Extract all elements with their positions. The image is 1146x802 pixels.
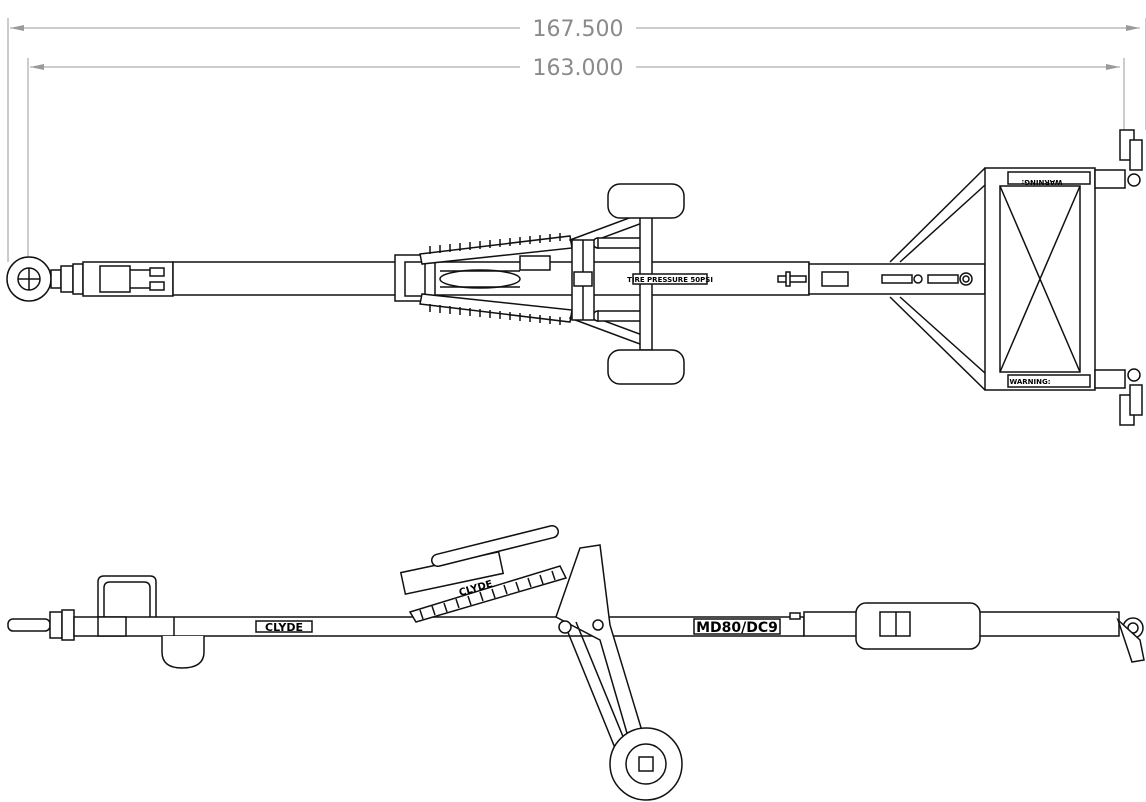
tow-eye-side [7,618,51,632]
model-decal [693,618,781,635]
model-label: MD80/DC9 [696,620,778,636]
wheel-top-left [607,183,685,219]
top-view: TIRE PRESSURE 50PSI WARNING: WARNING: [6,129,1143,426]
warning-decal-bottom [1007,374,1091,388]
warning-label-top: WARNING: [1021,178,1062,186]
tire-pressure-decal [632,273,708,285]
brand-label: CLYDE [265,621,303,634]
wheel-top-right [607,349,685,385]
dimension-inner: 163.000 [27,56,1125,262]
lower-spring [419,293,573,325]
warning-decal-top [1007,171,1091,185]
side-view: CLYDE CLYDE MD80/DC9 [7,524,1145,801]
inner-dimension-value: 163.000 [533,56,624,81]
overall-dimension-value: 167.500 [533,17,624,42]
warning-label-bottom: WARNING: [1009,378,1050,386]
tire-pressure-label: TIRE PRESSURE 50PSI [627,276,713,284]
dimension-overall: 167.500 [7,17,1146,262]
brand-decal [255,620,313,633]
